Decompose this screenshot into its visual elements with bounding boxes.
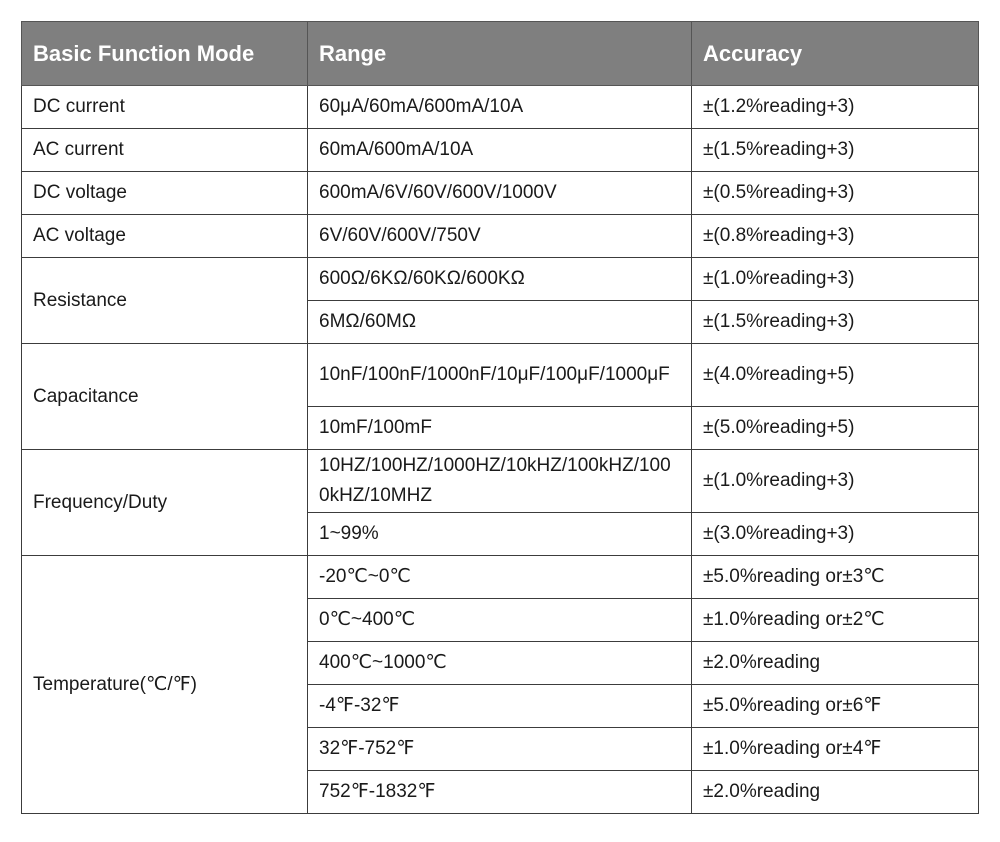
accuracy-cell: ±(1.0%reading+3) bbox=[691, 449, 979, 513]
accuracy-cell: ±1.0%reading or±2℃ bbox=[691, 598, 979, 642]
range-cell: 600Ω/6KΩ/60KΩ/600KΩ bbox=[307, 257, 692, 301]
accuracy-cell: ±(0.8%reading+3) bbox=[691, 214, 979, 258]
table-row: Frequency/Duty 10HZ/100HZ/1000HZ/10kHZ/1… bbox=[21, 449, 979, 556]
accuracy-cell: ±5.0%reading or±3℃ bbox=[691, 555, 979, 599]
header-range: Range bbox=[307, 21, 692, 86]
accuracy-cell: ±(0.5%reading+3) bbox=[691, 171, 979, 215]
table-row: 6MΩ/60MΩ ±(1.5%reading+3) bbox=[22, 300, 979, 344]
mode-cell: AC current bbox=[21, 128, 308, 172]
accuracy-cell: ±(4.0%reading+5) bbox=[691, 343, 979, 407]
accuracy-cell: ±(5.0%reading+5) bbox=[691, 406, 979, 450]
table-row: 1~99% ±(3.0%reading+3) bbox=[22, 512, 979, 556]
table-row: AC current 60mA/600mA/10A ±(1.5%reading+… bbox=[21, 128, 979, 172]
range-cell: 0℃~400℃ bbox=[307, 598, 692, 642]
range-cell: 6MΩ/60MΩ bbox=[307, 300, 692, 344]
accuracy-cell: ±1.0%reading or±4℉ bbox=[691, 727, 979, 771]
table-row: 400℃~1000℃ ±2.0%reading bbox=[22, 641, 979, 685]
range-cell: 1~99% bbox=[307, 512, 692, 556]
mode-cell: Frequency/Duty bbox=[21, 449, 308, 556]
accuracy-cell: ±2.0%reading bbox=[691, 641, 979, 685]
range-cell: 400℃~1000℃ bbox=[307, 641, 692, 685]
table-row: -4℉-32℉ ±5.0%reading or±6℉ bbox=[22, 684, 979, 728]
range-cell: -4℉-32℉ bbox=[307, 684, 692, 728]
table-row: 0℃~400℃ ±1.0%reading or±2℃ bbox=[22, 598, 979, 642]
table-row: DC voltage 600mA/6V/60V/600V/1000V ±(0.5… bbox=[21, 171, 979, 215]
range-cell: -20℃~0℃ bbox=[307, 555, 692, 599]
header-accuracy: Accuracy bbox=[691, 21, 979, 86]
table-row: Capacitance 10nF/100nF/1000nF/10μF/100μF… bbox=[21, 343, 979, 450]
mode-cell: Capacitance bbox=[21, 343, 308, 450]
table-row: DC current 60μA/60mA/600mA/10A ±(1.2%rea… bbox=[21, 85, 979, 129]
table-row: 752℉-1832℉ ±2.0%reading bbox=[22, 770, 979, 814]
table-row: Resistance 600Ω/6KΩ/60KΩ/600KΩ ±(1.0%rea… bbox=[21, 257, 979, 344]
range-cell: 10HZ/100HZ/1000HZ/10kHZ/100kHZ/1000kHZ/1… bbox=[307, 449, 692, 513]
header-mode: Basic Function Mode bbox=[21, 21, 308, 86]
table-row: 32℉-752℉ ±1.0%reading or±4℉ bbox=[22, 727, 979, 771]
accuracy-cell: ±(3.0%reading+3) bbox=[691, 512, 979, 556]
range-cell: 10mF/100mF bbox=[307, 406, 692, 450]
range-cell: 60mA/600mA/10A bbox=[307, 128, 692, 172]
accuracy-cell: ±2.0%reading bbox=[691, 770, 979, 814]
range-cell: 32℉-752℉ bbox=[307, 727, 692, 771]
range-cell: 752℉-1832℉ bbox=[307, 770, 692, 814]
accuracy-cell: ±(1.5%reading+3) bbox=[691, 128, 979, 172]
range-cell: 10nF/100nF/1000nF/10μF/100μF/1000μF bbox=[307, 343, 692, 407]
spec-table: Basic Function Mode Range Accuracy DC cu… bbox=[21, 21, 979, 814]
range-cell: 6V/60V/600V/750V bbox=[307, 214, 692, 258]
range-cell: 600mA/6V/60V/600V/1000V bbox=[307, 171, 692, 215]
accuracy-cell: ±(1.5%reading+3) bbox=[691, 300, 979, 344]
mode-cell: Temperature(℃/℉) bbox=[21, 555, 308, 814]
mode-cell: DC voltage bbox=[21, 171, 308, 215]
mode-cell: DC current bbox=[21, 85, 308, 129]
range-cell: 60μA/60mA/600mA/10A bbox=[307, 85, 692, 129]
mode-cell: AC voltage bbox=[21, 214, 308, 258]
header-row: Basic Function Mode Range Accuracy bbox=[21, 21, 979, 86]
table-row: Temperature(℃/℉) -20℃~0℃ ±5.0%reading or… bbox=[21, 555, 979, 814]
table-row: 10mF/100mF ±(5.0%reading+5) bbox=[22, 406, 979, 450]
accuracy-cell: ±(1.2%reading+3) bbox=[691, 85, 979, 129]
mode-cell: Resistance bbox=[21, 257, 308, 344]
accuracy-cell: ±(1.0%reading+3) bbox=[691, 257, 979, 301]
accuracy-cell: ±5.0%reading or±6℉ bbox=[691, 684, 979, 728]
table-row: AC voltage 6V/60V/600V/750V ±(0.8%readin… bbox=[21, 214, 979, 258]
